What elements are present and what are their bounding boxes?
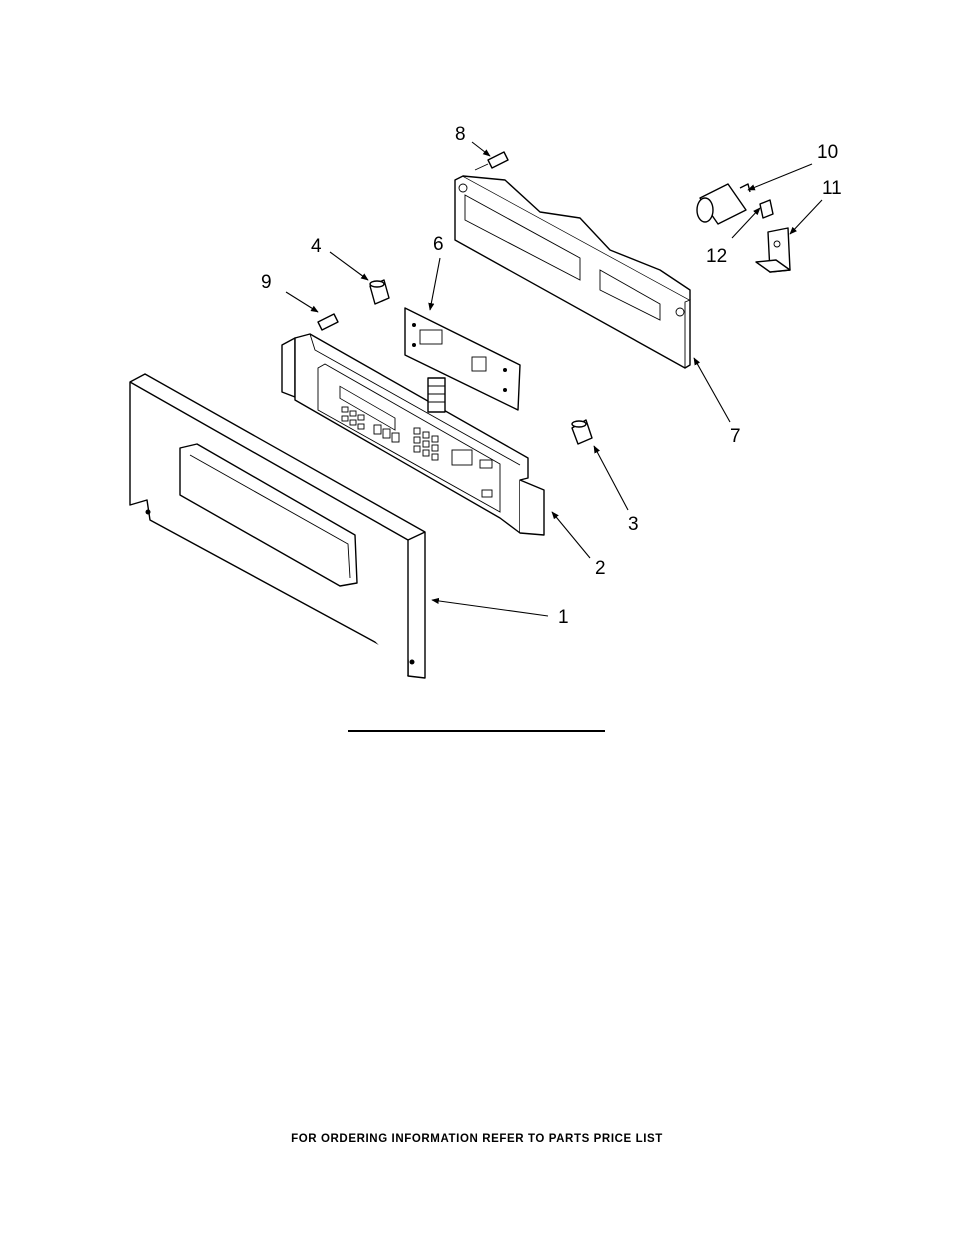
part-8-screw	[475, 152, 508, 170]
callout-8: 8	[455, 124, 466, 145]
callout-11: 11	[822, 178, 842, 199]
callout-10: 10	[817, 142, 838, 163]
callout-2: 2	[595, 558, 606, 579]
part-3-spacer	[572, 420, 592, 444]
part-6-circuit-board	[405, 308, 520, 412]
callout-9: 9	[261, 272, 272, 293]
callout-3: 3	[628, 514, 639, 535]
part-11-bracket	[756, 228, 790, 272]
exploded-parts-diagram: 1 2 3 4 6 7 8 9 10 11 12	[0, 0, 954, 760]
callout-6: 6	[433, 234, 444, 255]
callout-1: 1	[558, 607, 569, 628]
part-9-screw	[318, 314, 338, 330]
part-7-back-housing	[455, 176, 690, 368]
callout-7: 7	[730, 426, 741, 447]
part-12-screw	[760, 200, 773, 218]
part-4-spacer	[370, 280, 389, 304]
part-10-sensor	[697, 184, 750, 224]
callout-4: 4	[311, 236, 322, 257]
callout-12: 12	[706, 246, 727, 267]
ordering-info-footer: FOR ORDERING INFORMATION REFER TO PARTS …	[0, 1133, 954, 1145]
